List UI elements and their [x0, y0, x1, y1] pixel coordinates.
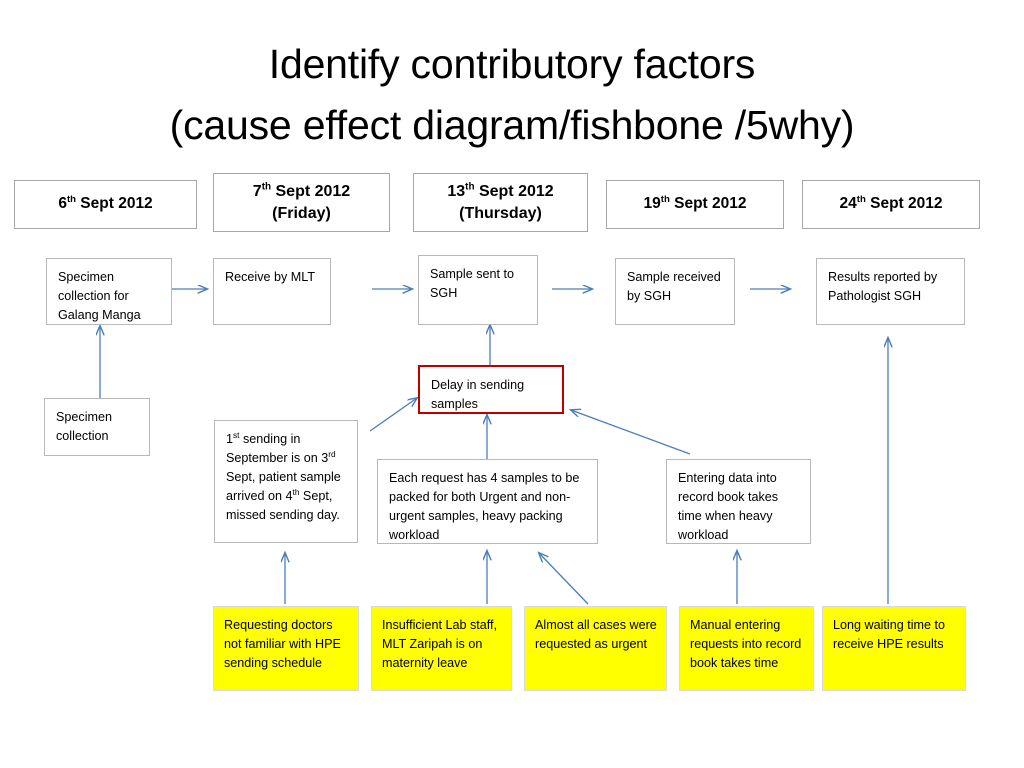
root-cause-long-wait-hpe: Long waiting time to receive HPE results [822, 606, 966, 691]
process-step-specimen-collection-galang: Specimen collection for Galang Manga [46, 258, 172, 325]
root-cause-insufficient-staff: Insufficient Lab staff, MLT Zaripah is o… [371, 606, 512, 691]
date-label-4: 19th Sept 2012 [643, 194, 747, 213]
date-box-1: 6th Sept 2012 [14, 180, 197, 229]
problem-box-delay-in-sending-samples: Delay in sending samples [418, 365, 564, 414]
factor-label-record-book-entry: Entering data into record book takes tim… [678, 471, 779, 542]
date-box-5: 24th Sept 2012 [802, 180, 980, 229]
date-box-4: 19th Sept 2012 [606, 180, 784, 229]
root-cause-label-1: Requesting doctors not familiar with HPE… [224, 618, 341, 671]
process-step-label-5: Results reported by Pathologist SGH [828, 270, 938, 303]
process-step-sample-sent-sgh: Sample sent to SGH [418, 255, 538, 325]
page-title-line1: Identify contributory factors [268, 41, 756, 87]
page-title-line2: (cause effect diagram/fishbone /5why) [169, 101, 855, 148]
root-cause-manual-entry: Manual entering requests into record boo… [679, 606, 814, 691]
date-label-5: 24th Sept 2012 [839, 194, 943, 213]
date-label-2: 7th Sept 2012 [252, 182, 351, 201]
root-cause-label-4: Manual entering requests into record boo… [690, 618, 802, 671]
factor-box-packing-workload: Each request has 4 samples to be packed … [377, 459, 598, 544]
factor-box-record-book-entry: Entering data into record book takes tim… [666, 459, 811, 544]
date-label-1: 6th Sept 2012 [58, 194, 153, 213]
process-step-label-4: Sample received by SGH [627, 270, 721, 303]
arrow-entering-to-delay [571, 410, 691, 455]
date-box-2: 7th Sept 2012 (Friday) [213, 173, 390, 232]
problem-box-label: Delay in sending samples [431, 378, 525, 411]
date-weekday-3: (Thursday) [459, 204, 542, 222]
arrow-firstsending-to-delay [369, 398, 417, 432]
root-cause-label-3: Almost all cases were requested as urgen… [535, 618, 657, 652]
date-weekday-2: (Friday) [272, 204, 331, 222]
specimen-collection-box: Specimen collection [44, 398, 150, 456]
specimen-collection-label: Specimen collection [56, 410, 113, 443]
process-step-label-1: Specimen collection for Galang Manga [58, 270, 141, 322]
factor-box-first-sending: 1st sending in September is on 3rd Sept,… [214, 420, 358, 543]
root-cause-label-5: Long waiting time to receive HPE results [833, 618, 946, 652]
process-step-results-reported: Results reported by Pathologist SGH [816, 258, 965, 325]
process-step-sample-received-sgh: Sample received by SGH [615, 258, 735, 325]
root-cause-label-2: Insufficient Lab staff, MLT Zaripah is o… [382, 618, 498, 671]
date-label-3: 13th Sept 2012 [447, 182, 554, 201]
arrow-urgent-to-packing [539, 553, 589, 605]
process-step-label-2: Receive by MLT [225, 270, 316, 284]
process-step-label-3: Sample sent to SGH [430, 267, 515, 300]
page-title: Identify contributory factors (cause eff… [0, 34, 1024, 155]
process-step-receive-by-mlt: Receive by MLT [213, 258, 331, 325]
root-cause-doctors-unfamiliar: Requesting doctors not familiar with HPE… [213, 606, 359, 691]
root-cause-all-urgent: Almost all cases were requested as urgen… [524, 606, 667, 691]
factor-label-packing-workload: Each request has 4 samples to be packed … [389, 471, 580, 542]
factor-label-first-sending: 1st sending in September is on 3rd Sept,… [226, 429, 341, 522]
date-box-3: 13th Sept 2012 (Thursday) [413, 173, 588, 232]
